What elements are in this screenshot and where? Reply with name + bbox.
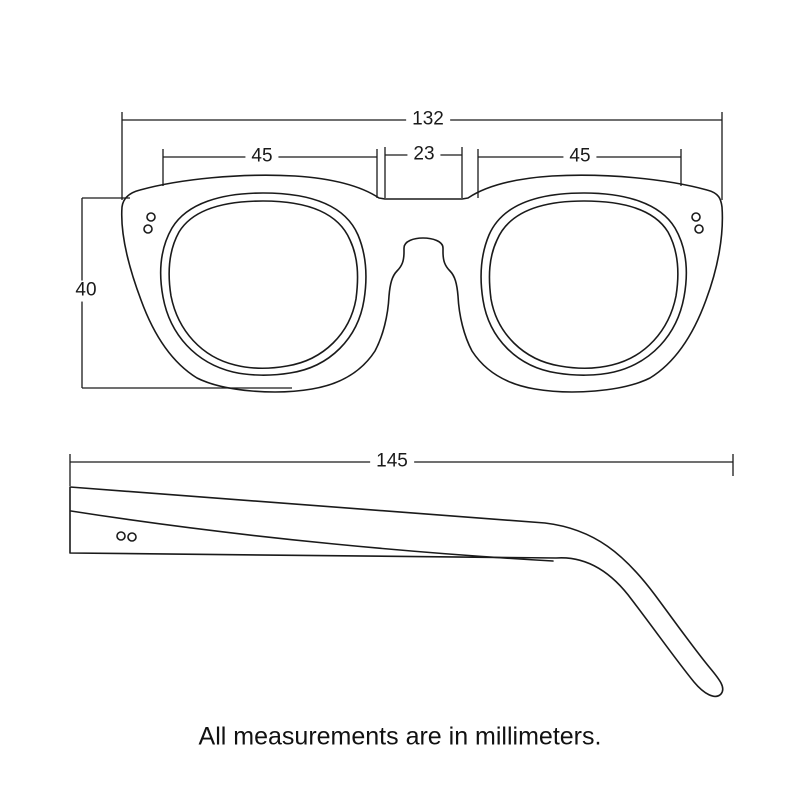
units-caption: All measurements are in millimeters. — [198, 722, 602, 751]
right-hinge-rivet-icon — [691, 212, 701, 222]
temple-rivet-icon — [127, 532, 137, 542]
temple-rivet-icon — [116, 531, 126, 541]
temple-side-view — [69, 486, 724, 698]
left-hinge-rivet-icon — [146, 212, 156, 222]
dimension-label-right-lens-width: 45 — [563, 146, 597, 168]
right-lens-bevel — [488, 200, 679, 369]
dimension-label-left-lens-width: 45 — [245, 146, 279, 168]
dimension-label-total-width: 132 — [406, 109, 450, 131]
left-hinge-rivet-icon — [143, 224, 153, 234]
right-lens-opening — [480, 192, 688, 376]
dimension-label-lens-height: 40 — [69, 280, 103, 302]
dimension-label-temple-length: 145 — [370, 451, 414, 473]
temple-hinge-block-line — [70, 510, 554, 562]
glasses-front-view — [120, 174, 724, 393]
left-lens-opening — [159, 192, 367, 376]
dimension-lens-height — [81, 197, 292, 389]
right-hinge-rivet-icon — [694, 224, 704, 234]
temple-outline — [69, 486, 724, 698]
frame-outline — [120, 174, 724, 393]
left-lens-bevel — [168, 200, 359, 369]
dimension-label-bridge-width: 23 — [407, 144, 441, 166]
